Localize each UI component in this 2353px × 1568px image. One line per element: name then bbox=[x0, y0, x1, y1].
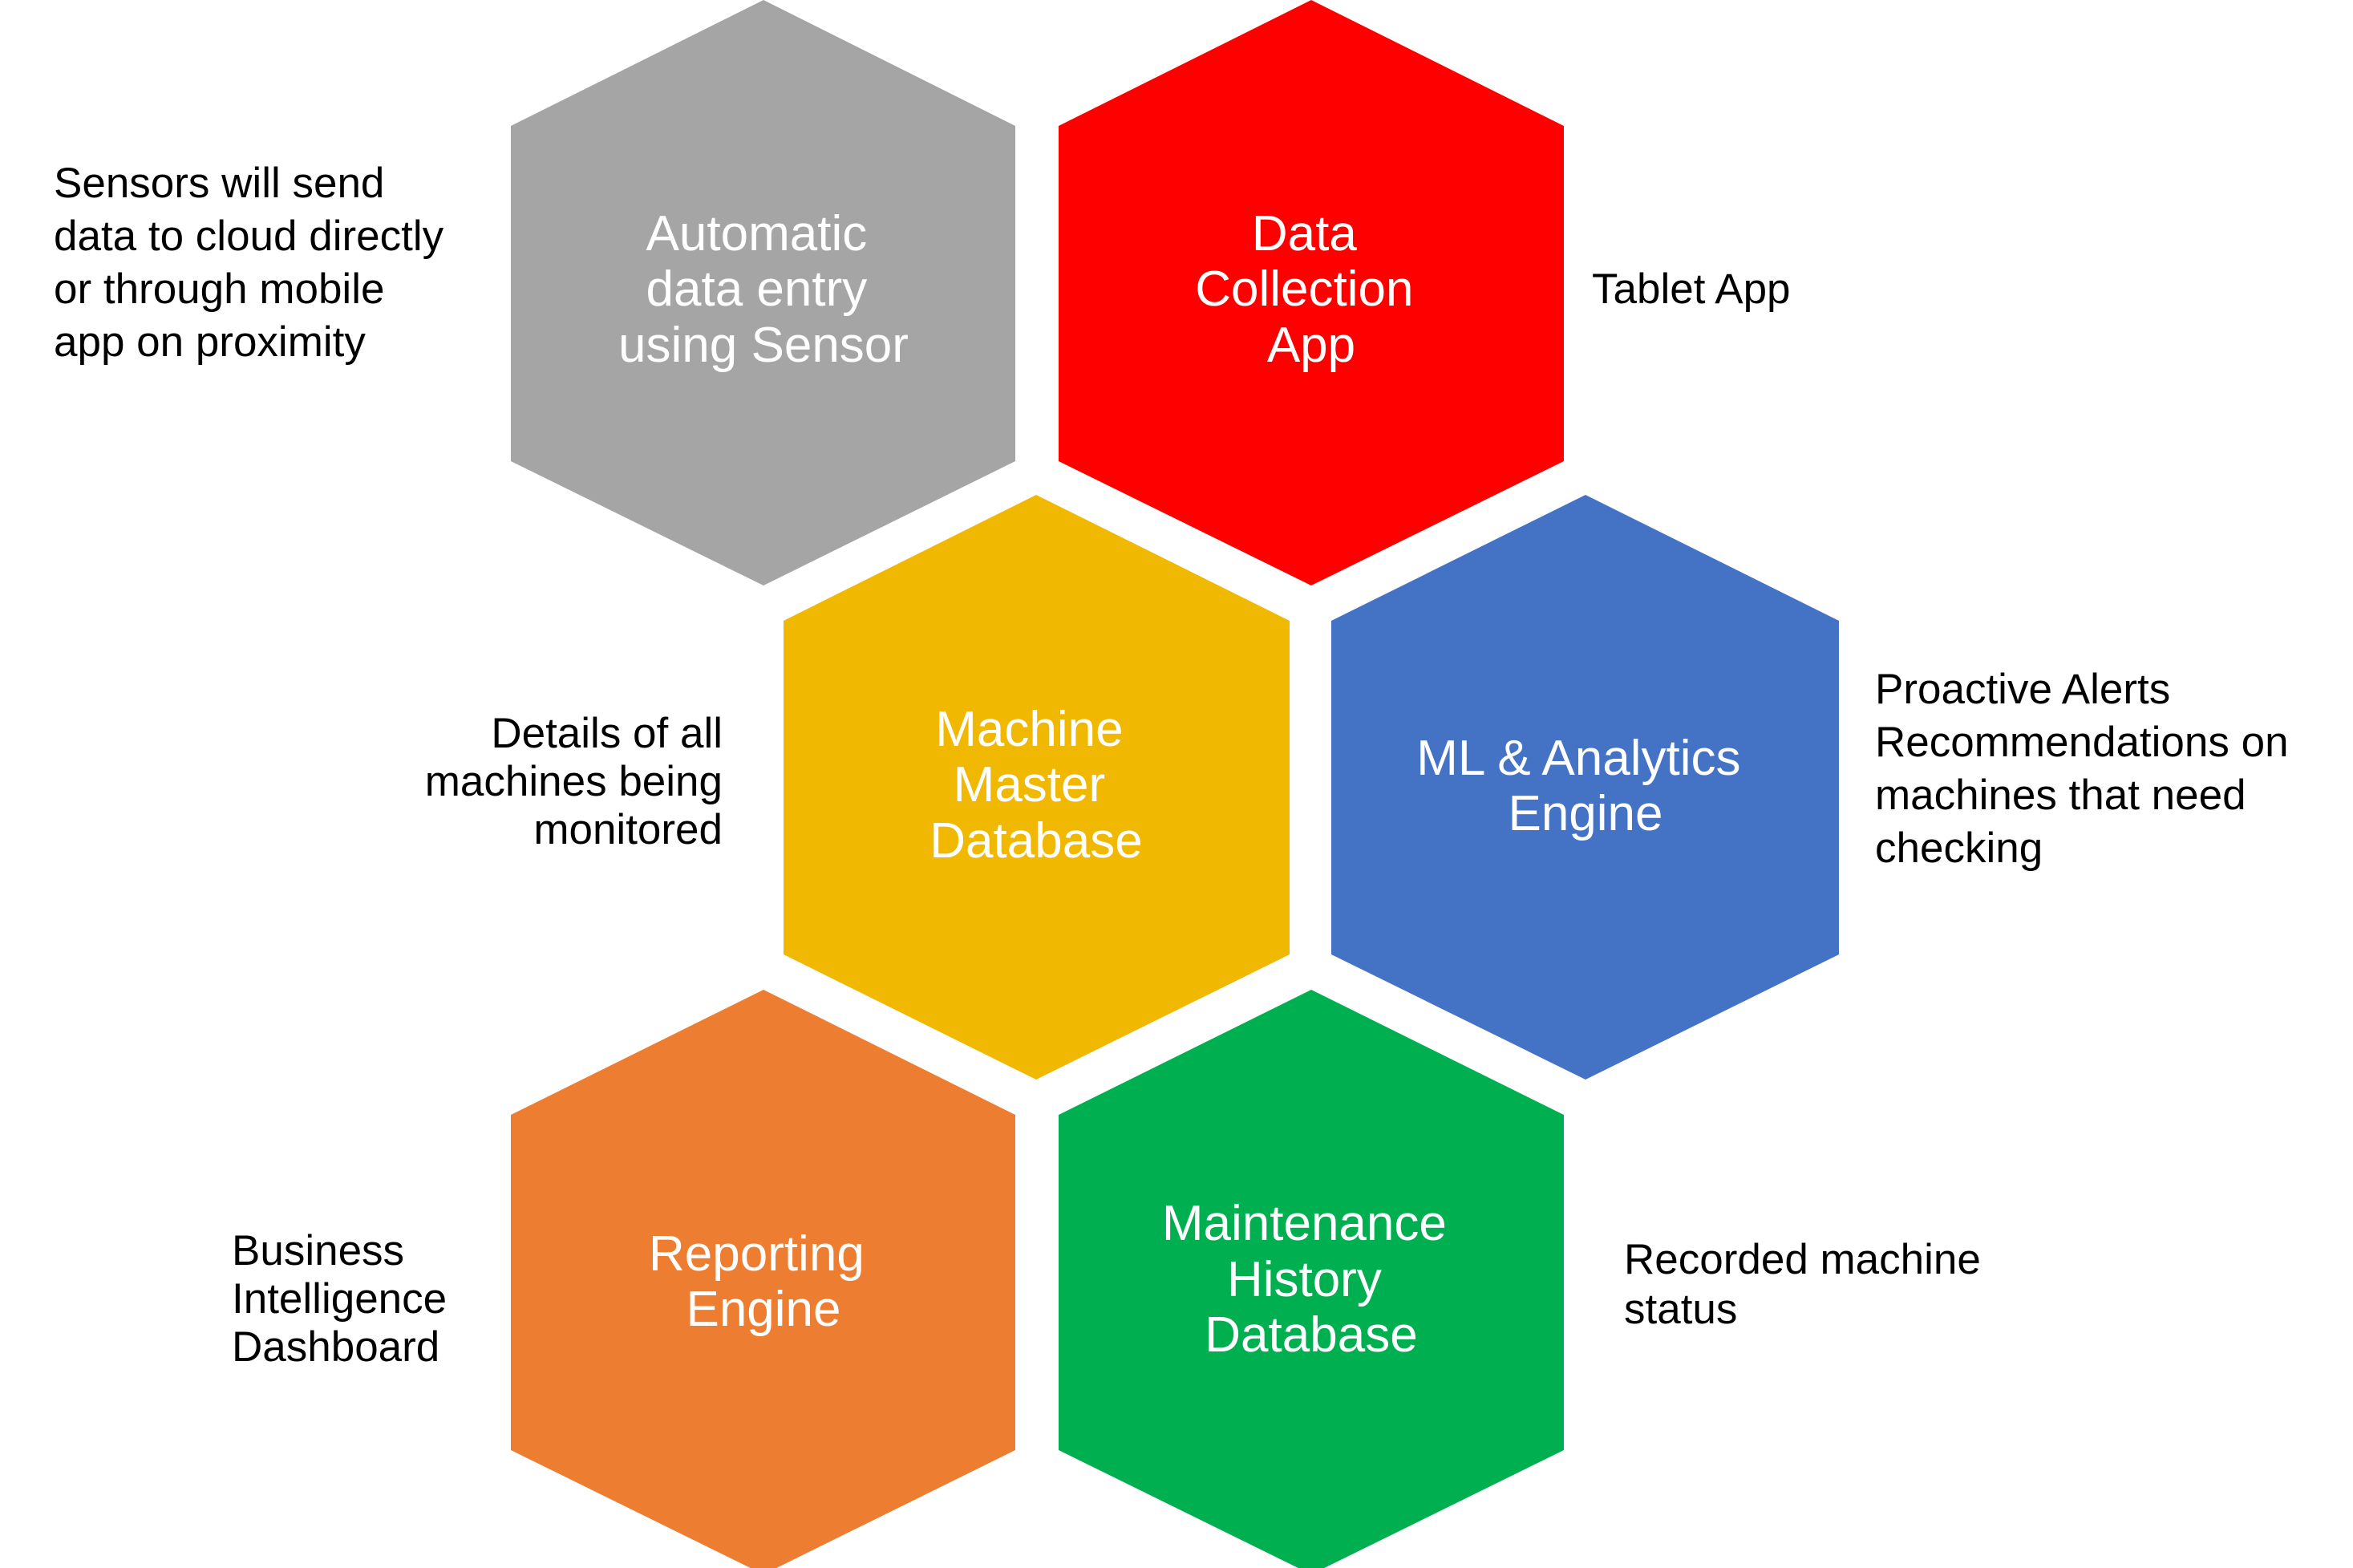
note-business-intelligence: Business Intelligence Dashboard bbox=[232, 1227, 448, 1371]
hexagon-maintenance-history-shape bbox=[1059, 990, 1564, 1568]
hexagon-data-collection-label: Data Collection App bbox=[1195, 206, 1427, 373]
hexagon-maintenance-history-line: History bbox=[1227, 1252, 1382, 1307]
hexagon-ml-analytics-line: ML & Analytics bbox=[1416, 731, 1740, 786]
hexagon-machine-master: Machine Master Database bbox=[784, 495, 1290, 1080]
hexagon-machine-master-line: Database bbox=[929, 813, 1142, 869]
hexagon-machine-master-shape bbox=[784, 495, 1290, 1080]
hexagon-machine-master-label: Machine Master Database bbox=[929, 702, 1142, 869]
hexagon-machine-master-line: Machine bbox=[935, 702, 1123, 757]
hexagon-maintenance-history-label: Maintenance History Database bbox=[1162, 1196, 1460, 1363]
note-recorded-status: Recorded machine status bbox=[1624, 1236, 1981, 1333]
hexagon-sensor: Automatic data entry using Sensor bbox=[511, 0, 1015, 585]
hexagon-sensor-line: using Sensor bbox=[618, 318, 909, 373]
hexagon-maintenance-history: Maintenance History Database bbox=[1059, 990, 1564, 1568]
note-proactive-alerts: Proactive Alerts Recommendations on mach… bbox=[1875, 666, 2289, 872]
hexagon-ml-analytics-shape bbox=[1331, 495, 1839, 1080]
note-sensors: Sensors will send data to cloud directly… bbox=[54, 160, 444, 366]
hexagon-ml-analytics: ML & Analytics Engine bbox=[1331, 495, 1839, 1080]
hexagon-data-collection-shape bbox=[1059, 0, 1564, 585]
hexagon-ml-analytics-label: ML & Analytics Engine bbox=[1416, 731, 1755, 841]
hexagon-ml-analytics-line: Engine bbox=[1508, 786, 1662, 841]
hexagon-sensor-line: data entry bbox=[646, 261, 868, 317]
hexagon-data-collection-line: App bbox=[1267, 318, 1355, 373]
note-tablet-app: Tablet App bbox=[1592, 265, 1791, 313]
hexagon-data-collection-line: Data bbox=[1252, 206, 1357, 261]
hexagon-data-collection-line: Collection bbox=[1195, 261, 1413, 317]
hexagon-data-collection: Data Collection App bbox=[1059, 0, 1564, 585]
hexagon-maintenance-history-line: Maintenance bbox=[1162, 1196, 1447, 1251]
hexagon-sensor-shape bbox=[511, 0, 1015, 585]
note-machine-details: Details of all machines being monitored bbox=[424, 710, 723, 853]
hexagon-sensor-line: Automatic bbox=[646, 206, 868, 261]
hexagon-reporting-label: Reporting Engine bbox=[649, 1226, 878, 1337]
hexagon-reporting: Reporting Engine bbox=[511, 990, 1015, 1568]
hexagon-maintenance-history-line: Database bbox=[1205, 1307, 1417, 1363]
hexagon-reporting-shape bbox=[511, 990, 1015, 1568]
hexagon-reporting-line: Engine bbox=[686, 1282, 840, 1337]
hexagon-reporting-line: Reporting bbox=[649, 1226, 865, 1282]
hexagon-machine-master-line: Master bbox=[954, 757, 1105, 812]
hexagon-sensor-label: Automatic data entry using Sensor bbox=[618, 206, 909, 373]
